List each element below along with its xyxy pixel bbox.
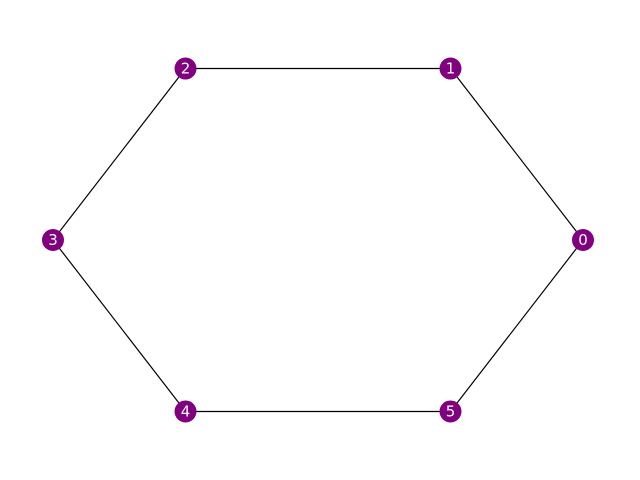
node-label: 2 — [181, 60, 191, 78]
node-label: 5 — [446, 402, 456, 420]
node-circle — [174, 400, 197, 423]
edge-0-1 — [450, 68, 584, 241]
edge-3-4 — [52, 239, 186, 412]
node-circle — [174, 57, 197, 80]
node-label: 1 — [446, 60, 456, 78]
edge-5-0 — [450, 239, 584, 412]
node-0: 0 — [572, 229, 594, 251]
edges-layer — [52, 67, 584, 413]
nodes-layer: 0 1 2 3 4 5 — [42, 57, 594, 423]
node-1: 1 — [439, 57, 462, 80]
node-label: 4 — [181, 402, 191, 420]
node-label: 0 — [578, 231, 588, 249]
node-5: 5 — [439, 400, 462, 423]
node-2: 2 — [174, 57, 197, 80]
node-label: 3 — [48, 231, 58, 249]
node-circle — [42, 229, 64, 251]
node-circle — [572, 229, 594, 251]
node-3: 3 — [42, 229, 64, 251]
edge-2-3 — [52, 68, 186, 241]
node-circle — [439, 400, 462, 423]
node-circle — [439, 57, 462, 80]
node-4: 4 — [174, 400, 197, 423]
